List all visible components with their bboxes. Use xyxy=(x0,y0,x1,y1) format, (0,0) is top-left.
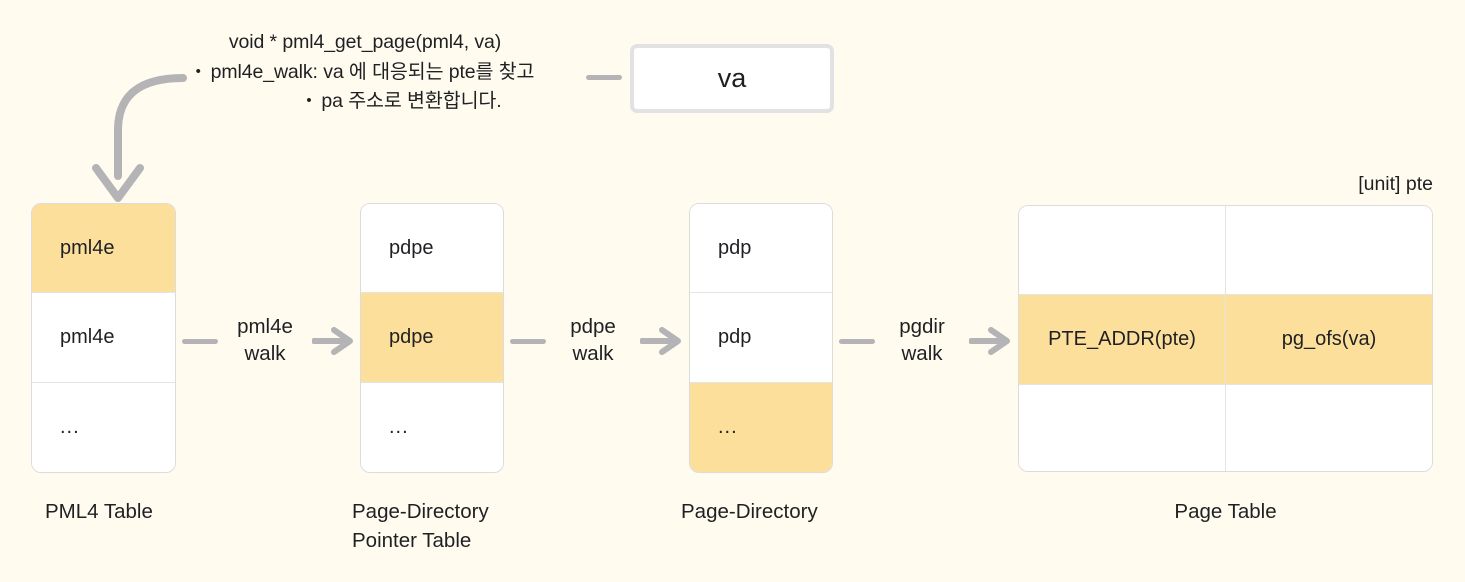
arrow-right-icon xyxy=(312,327,353,355)
page-table-cell-left xyxy=(1019,206,1226,295)
cell-label: pdpe xyxy=(389,236,434,259)
curved-arrow-icon xyxy=(92,74,187,202)
cell-label: pml4e xyxy=(60,236,115,259)
pdpt-table-row[interactable]: pdpe xyxy=(361,204,503,294)
pdpt-caption-line1: Page-Directory xyxy=(352,500,489,523)
va-box-label: va xyxy=(717,63,747,93)
page-directory-table: pdp pdp ... xyxy=(689,203,833,473)
note-signature-line: void * pml4_get_page(pml4, va) xyxy=(228,31,502,53)
step-label-line1: pdpe xyxy=(570,315,616,339)
step-label: pgdir walk xyxy=(875,314,969,367)
note-bullet-1-text: pml4e_walk: va 에 대응되는 pte를 찾고 xyxy=(210,60,535,83)
pml4-table-row[interactable]: ... xyxy=(32,382,175,472)
pdpt-caption-line2: Pointer Table xyxy=(352,529,472,553)
connector-dash xyxy=(839,338,875,344)
step-label-line1: pml4e xyxy=(237,315,293,339)
page-table-cell-right xyxy=(1226,384,1432,471)
bullet-dot-icon: • xyxy=(306,92,312,110)
step-label: pml4e walk xyxy=(218,314,312,367)
pml4-table: pml4e pml4e ... xyxy=(31,203,176,473)
pml4-table-row[interactable]: pml4e xyxy=(32,293,175,383)
step-label-line1: pgdir xyxy=(899,315,945,339)
va-connector-line xyxy=(586,75,622,80)
page-table: PTE_ADDR(pte) pg_ofs(va) xyxy=(1018,205,1433,472)
page-table-cell-left xyxy=(1019,384,1226,471)
cell-label: ... xyxy=(60,415,80,438)
page-table-row[interactable]: PTE_ADDR(pte) pg_ofs(va) xyxy=(1019,295,1432,385)
step-label-line2: walk xyxy=(901,342,943,365)
cell-label: pml4e xyxy=(60,325,115,348)
step-pml4e-walk: pml4e walk xyxy=(182,305,354,377)
pml4-table-row[interactable]: pml4e xyxy=(32,204,175,294)
step-pdpe-walk: pdpe walk xyxy=(510,305,682,377)
page-table-cell-right xyxy=(1226,206,1432,295)
page-table-row[interactable] xyxy=(1019,384,1432,471)
connector-dash xyxy=(182,338,218,344)
page-table-caption: Page Table xyxy=(1174,500,1277,523)
unit-label: [unit] pte xyxy=(1358,173,1433,195)
cell-label: pdpe xyxy=(389,325,434,348)
page-table-row[interactable] xyxy=(1019,206,1432,296)
note-bullet-1: • pml4e_walk: va 에 대응되는 pte를 찾고 xyxy=(150,58,580,88)
page-directory-pointer-table: pdpe pdpe ... xyxy=(360,203,504,473)
cell-label: pdp xyxy=(718,325,752,348)
arrow-right-icon xyxy=(969,327,1010,355)
pd-table-row[interactable]: ... xyxy=(690,382,832,472)
cell-label: ... xyxy=(718,415,738,438)
pd-table-row[interactable]: pdp xyxy=(690,293,832,383)
pdpt-table-caption: Page-Directory Pointer Table xyxy=(352,497,532,555)
pdpt-table-row[interactable]: ... xyxy=(361,382,503,472)
bullet-dot-icon: • xyxy=(195,62,201,80)
cell-label: ... xyxy=(389,415,409,438)
step-label-line2: walk xyxy=(244,342,286,365)
step-label-line2: walk xyxy=(572,342,614,365)
step-label: pdpe walk xyxy=(546,314,640,367)
pml4-table-caption: PML4 Table xyxy=(45,500,153,523)
va-box: va xyxy=(630,44,834,113)
page-table-cell-left: PTE_ADDR(pte) xyxy=(1019,295,1226,384)
page-table-cell-right: pg_ofs(va) xyxy=(1226,295,1432,384)
cell-label: pdp xyxy=(718,236,752,259)
description-note: void * pml4_get_page(pml4, va) • pml4e_wa… xyxy=(150,28,580,117)
pd-table-caption: Page-Directory xyxy=(681,500,818,523)
note-bullet-2-text: pa 주소로 변환합니다. xyxy=(321,90,502,113)
arrow-right-icon xyxy=(640,327,681,355)
pd-table-row[interactable]: pdp xyxy=(690,204,832,294)
pdpt-table-row[interactable]: pdpe xyxy=(361,293,503,383)
step-pgdir-walk: pgdir walk xyxy=(839,305,1011,377)
connector-dash xyxy=(510,338,546,344)
note-bullet-2: • pa 주소로 변환합니다. xyxy=(150,87,580,117)
